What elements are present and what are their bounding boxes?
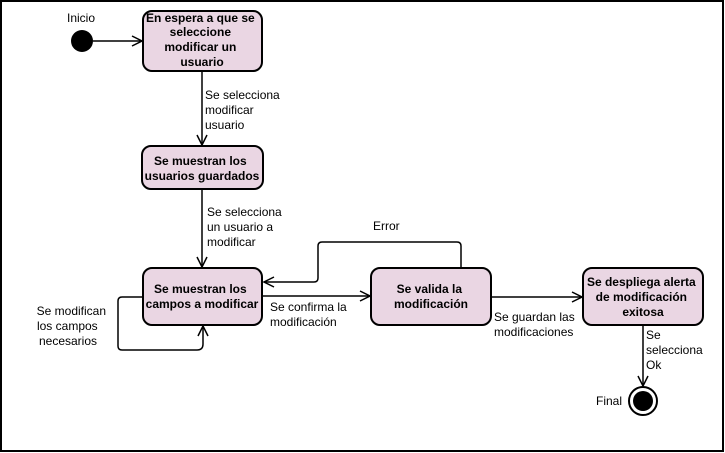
initial-node xyxy=(71,30,93,52)
state-show-fields-line-1: Se muestran los xyxy=(154,282,247,296)
state-show-fields: Se muestran los campos a modificar xyxy=(142,267,263,326)
state-wait-line-3: modificar un xyxy=(164,40,236,54)
state-wait-line-2: seleccione xyxy=(170,25,232,39)
edge-self-loop-fields xyxy=(117,296,203,351)
state-alert-line-3: exitosa xyxy=(622,305,664,319)
state-validate-line-2: modificación xyxy=(394,297,468,311)
svg-text:Se muestran los usuarios: Se muestran los usuarios guardados xyxy=(145,154,260,183)
transition-label-select-a-user: Se selecciona un usuario a modificar xyxy=(207,205,285,249)
state-alert-line-2: de modificación xyxy=(596,290,687,304)
svg-text:Se muestran los campos a: Se muestran los campos a modificar xyxy=(146,282,259,311)
state-validate-box xyxy=(370,267,492,326)
state-wait-line-4: usuario xyxy=(180,55,223,69)
state-validate: Se valida la modificación xyxy=(370,267,492,326)
transition-label-select-ok: Se selecciona Ok xyxy=(646,328,706,372)
svg-text:Se despliega alerta de m: Se despliega alerta de modificación exit… xyxy=(587,275,699,319)
svg-text:Se valida la modificació: Se valida la modificación xyxy=(394,282,468,311)
transition-label-modify-fields: Se modifican los campos necesarios xyxy=(37,304,110,348)
final-node-inner xyxy=(633,391,653,411)
state-show-fields-line-2: campos a modificar xyxy=(146,297,259,311)
state-wait-line-1: En espera a que se xyxy=(146,11,255,25)
transition-label-save: Se guardan las modificaciones xyxy=(494,310,578,339)
start-label: Inicio xyxy=(67,11,95,25)
transition-label-error: Error xyxy=(373,219,400,233)
state-show-users: Se muestran los usuarios guardados xyxy=(141,145,264,190)
state-wait-box xyxy=(142,10,263,72)
state-alert: Se despliega alerta de modificación exit… xyxy=(582,267,704,326)
state-alert-box xyxy=(582,267,704,326)
svg-text:En espera a que se selec: En espera a que se seleccione modificar … xyxy=(146,11,258,69)
final-label: Final xyxy=(596,394,622,408)
edge-validate-error-to-fields xyxy=(264,241,462,282)
transition-label-confirm: Se confirma la modificación xyxy=(270,300,350,329)
state-alert-line-1: Se despliega alerta xyxy=(587,275,696,289)
state-wait: En espera a que se seleccione modificar … xyxy=(142,10,263,72)
state-show-users-box xyxy=(141,145,264,190)
state-show-users-line-1: Se muestran los xyxy=(154,154,247,168)
transition-label-select-user: Se selecciona modificar usuario xyxy=(205,88,283,132)
state-show-users-line-2: usuarios guardados xyxy=(145,169,260,183)
state-show-fields-box xyxy=(142,267,263,326)
state-validate-line-1: Se valida la xyxy=(397,282,463,296)
